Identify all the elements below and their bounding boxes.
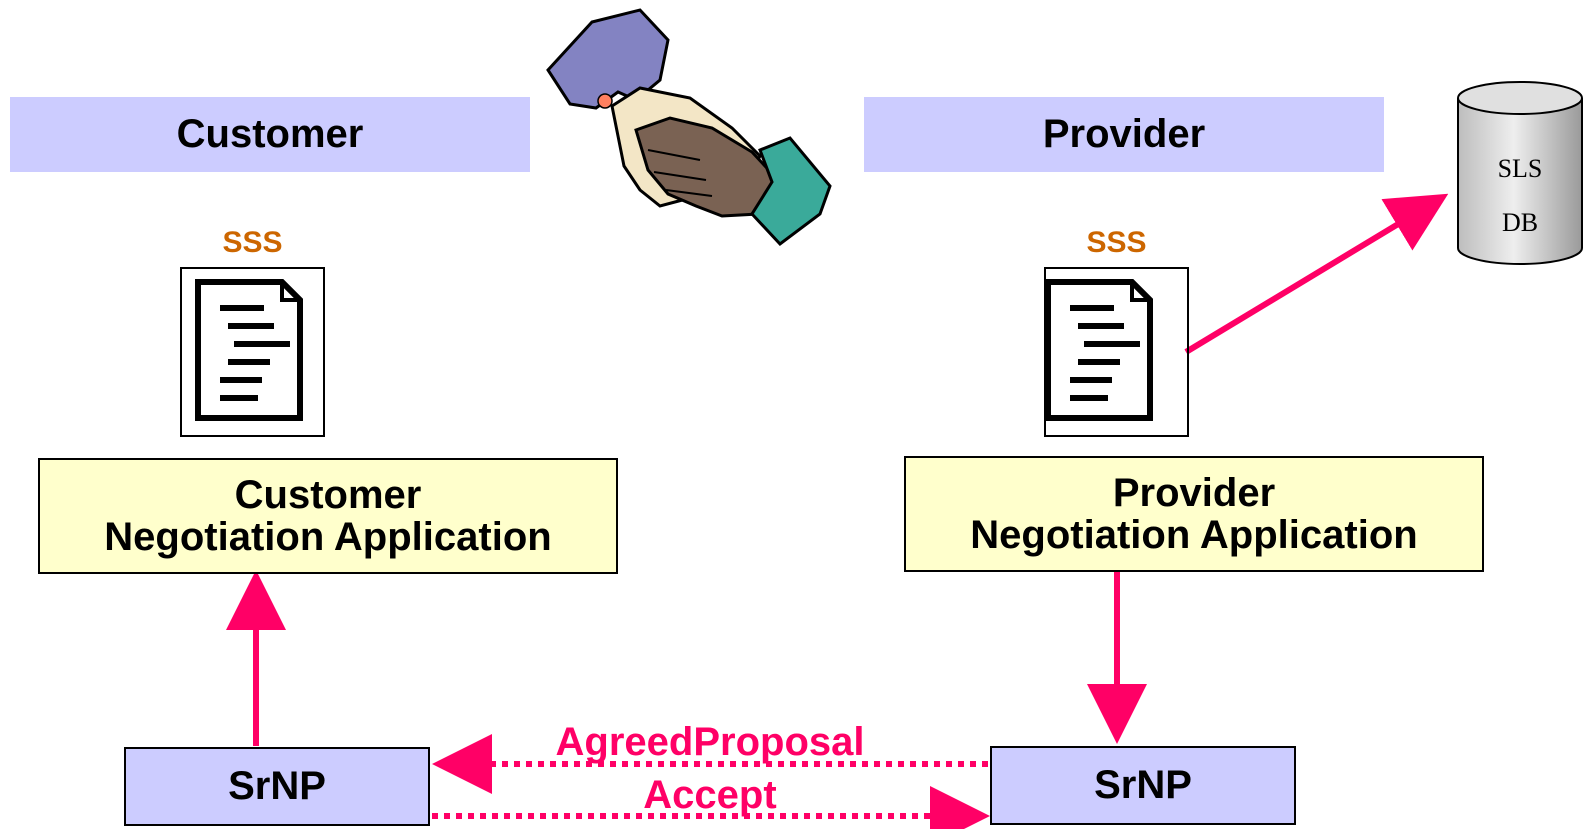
document-to-db-arrow — [1184, 193, 1449, 355]
provider-app-line1: Provider — [1112, 471, 1276, 515]
customer-title: Customer — [176, 112, 364, 156]
customer-banner: Customer — [10, 97, 530, 172]
provider-title: Provider — [1042, 112, 1206, 156]
provider-banner: Provider — [864, 97, 1384, 172]
database-label-line2: DB — [1501, 208, 1539, 237]
agreed-proposal-label: AgreedProposal — [555, 720, 865, 764]
database-label-line1: SLS — [1497, 154, 1543, 183]
provider-document-icon — [1045, 279, 1153, 421]
customer-srnp-box: SrNP — [124, 747, 430, 826]
provider-app-line2: Negotiation Application — [970, 513, 1418, 557]
customer-sss-label: SSS — [222, 226, 283, 259]
provider-document-frame — [1044, 267, 1189, 437]
provider-negotiation-application: Provider Negotiation Application — [904, 456, 1484, 572]
customer-app-line2: Negotiation Application — [104, 515, 552, 559]
provider-srnp-label: SrNP — [1094, 763, 1192, 807]
customer-document-icon — [195, 279, 303, 421]
customer-app-line1: Customer — [234, 473, 422, 517]
handshake-icon — [546, 8, 832, 247]
customer-document-frame — [180, 267, 325, 437]
provider-srnp-box: SrNP — [990, 746, 1296, 825]
customer-srnp-label: SrNP — [228, 764, 326, 808]
provider-sss-label: SSS — [1086, 226, 1147, 259]
accept-label: Accept — [643, 773, 777, 817]
database-cylinder-icon — [1457, 81, 1583, 265]
customer-negotiation-application: Customer Negotiation Application — [38, 458, 618, 574]
